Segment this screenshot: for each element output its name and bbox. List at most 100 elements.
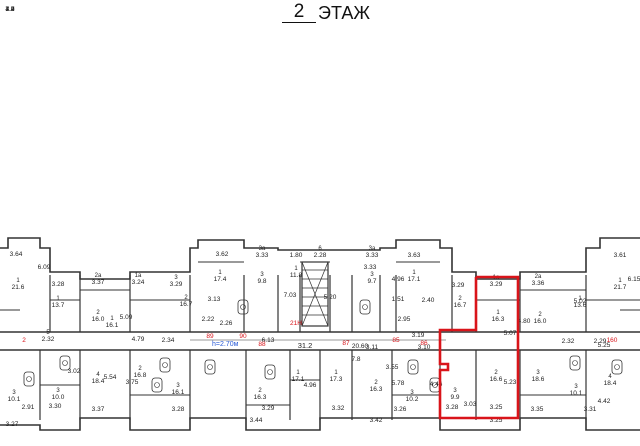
room-number: 2 [138,366,142,372]
walls [0,237,640,431]
room-area: 17.1 [408,276,421,283]
room-area: 18.6 [532,376,545,383]
room-number: 1 [496,310,500,316]
room-number: 1a [135,273,142,279]
corridor-label: 88 [258,341,266,348]
room-area: 4.0 [5,6,14,13]
height-note: h=2.70м [212,341,239,348]
room-area: 4.80 [518,318,531,325]
room-area: 16.8 [134,372,147,379]
stair-diagonal [301,261,329,327]
bath-fixture [159,357,171,373]
bath-fixture [151,377,163,393]
room-area: 3.33 [366,252,379,259]
room-area: 1.51 [392,296,405,303]
wall-box [301,261,329,327]
room-number: 2 [494,370,498,376]
sink [240,304,246,310]
bath-fixture [23,371,35,387]
room-area: 3.30 [49,403,62,410]
room-area: 11.8 [290,272,303,279]
sink [362,304,368,310]
room-number: 3a [369,246,376,252]
room-area: 16.3 [370,386,383,393]
room-number: 6 [318,246,322,252]
room-area: 3.27 [6,421,19,428]
room-area: 2.95 [398,316,411,323]
room-area: 4.96 [304,382,317,389]
room-area: 2.91 [22,404,35,411]
room-area: 2.40 [422,297,435,304]
room-area: 21.7 [614,284,627,291]
room-area: 4.4 [5,6,14,13]
corridor-area: 31.2 [298,341,313,350]
room-area: 3.32 [332,405,345,412]
room-area: 3.42 [370,417,383,424]
room-number: 1 [110,316,114,322]
room-area: 5.54 [104,374,117,381]
room-area: 3.33 [256,252,269,259]
bath-fixture [264,364,276,380]
sink [267,369,273,375]
room-area: 2.2 [5,6,14,13]
room-area: 9.8 [257,278,266,285]
corridor-label: 86 [420,340,428,347]
room-area: 5.09 [120,314,133,321]
room-area: 3.36 [532,280,545,287]
room-area: 16.3 [492,316,505,323]
room-area: 13.7 [52,302,65,309]
room-area: 16.7 [454,302,467,309]
room-area: 18.4 [92,378,105,385]
room-area: 7.03 [284,292,297,299]
room-area: 3.64 [10,251,23,258]
room-area: 10.1 [8,396,21,403]
sink [207,364,213,370]
room-area: 3.10 [418,344,431,351]
room-area: 2.32 [562,338,575,345]
room-area: 5.20 [324,294,337,301]
room-number: 1 [294,266,298,272]
room-area: 3.25 [490,417,503,424]
room-number: 1 [334,370,338,376]
room-area: 5.23 [504,379,517,386]
room-area: 4.79 [132,336,145,343]
room-area: 3.28 [172,406,185,413]
room-area: 2.29 [594,338,607,345]
room-area: 3.62 [216,251,229,258]
room-number: 1 [618,278,622,284]
room-area: 10.0 [52,394,65,401]
fixtures [23,299,623,393]
room-area: 3.25 [490,404,503,411]
bath-fixture [359,299,371,315]
room-area: 3.19 [412,332,425,339]
room-number: 2 [458,296,462,302]
room-number: 3 [176,383,180,389]
room-area: 3.35 [531,406,544,413]
room-area: 7.2 [5,6,14,13]
room-area: 16.1 [172,389,185,396]
room-number: 1 [412,270,416,276]
sink [162,362,168,368]
room-area: 9.9 [450,394,459,401]
room-number: 3 [536,370,540,376]
sink [572,360,578,366]
room-area: 3.11 [366,344,379,351]
bath-fixture [407,359,419,375]
room-number: 1 [578,296,582,302]
room-area: 3.61 [614,252,627,259]
room-area: 13.6 [574,302,587,309]
room-area: 5.02 [574,298,587,305]
room-number: 2 [258,388,262,394]
room-area: 18.4 [604,380,617,387]
room-area: 5.25 [598,342,611,349]
room-number: 3 [12,390,16,396]
room-area: 3.28 [446,404,459,411]
room-number: 3 [410,390,414,396]
corridor-label: 160 [607,337,618,344]
room-area: 5.78 [392,380,405,387]
room-number: 2 [538,312,542,318]
room-number: 1 [218,270,222,276]
sink [410,364,416,370]
room-area: 3.37 [92,406,105,413]
